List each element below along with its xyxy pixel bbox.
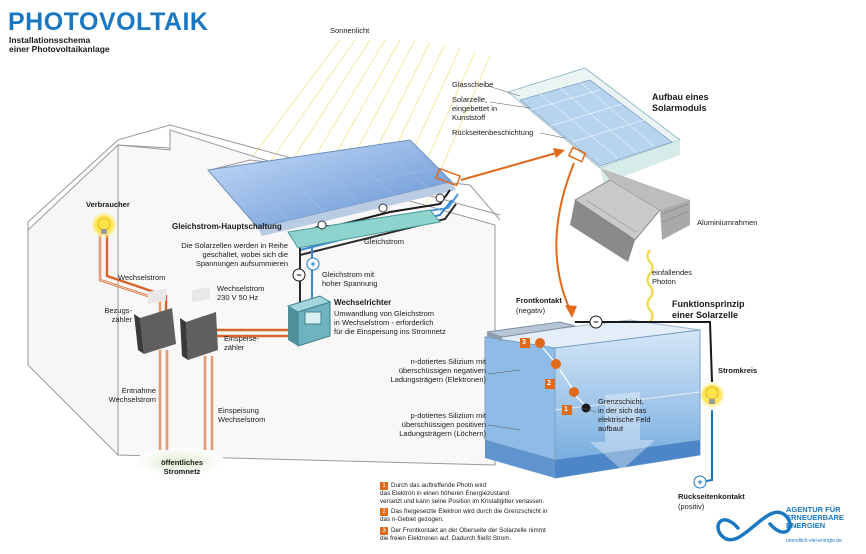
- label-frontkontakt-sub: (negativ): [516, 306, 546, 315]
- step-number-2: 2: [547, 380, 551, 387]
- step-number-3: 3: [522, 339, 526, 346]
- label-einspeisezaehler: Einspeise- zähler: [224, 334, 260, 352]
- inverter: [286, 295, 332, 347]
- footnote-3-text: Der Frontkontakt an der Oberseite der So…: [380, 527, 546, 542]
- svg-text:+: +: [697, 477, 702, 487]
- label-wechselstrom-230: Wechselstrom 230 V 50 Hz: [217, 284, 265, 302]
- svg-text:−: −: [296, 270, 301, 280]
- minus-marker: [292, 268, 306, 282]
- footnote-1-text: Durch das auftreffende Photn wird das El…: [380, 482, 545, 505]
- label-wechselrichter: Wechselrichter: [334, 298, 392, 307]
- solar-cell-block: [484, 319, 701, 479]
- bezugszaehler-meter: [134, 288, 176, 354]
- label-frontkontakt: Frontkontakt: [516, 296, 562, 305]
- label-rueckseitenbeschichtung: Rückseitenbeschichtung: [452, 128, 534, 137]
- label-glasscheibe: Glasscheibe: [452, 80, 494, 89]
- svg-text:+: +: [310, 259, 315, 269]
- label-einspeisung: Einspeisung Wechselstrom: [218, 406, 266, 424]
- page-title: PHOTOVOLTAIK: [8, 8, 209, 36]
- cell-highlight-box: [567, 146, 587, 163]
- roof-solar-panel: [207, 139, 456, 236]
- page-subtitle: Installationsschema einer Photovoltaikan…: [9, 35, 110, 54]
- label-rueckseitenkontakt: Rückseitenkontakt: [678, 492, 745, 501]
- label-rueckseitenkontakt-sub: (positiv): [678, 502, 705, 511]
- label-wechselrichter-desc: Umwandlung von Gleichstrom in Wechselstr…: [334, 309, 446, 336]
- logo-infinity-icon: [716, 510, 792, 542]
- label-verbraucher: Verbraucher: [86, 200, 130, 209]
- plus-marker: [306, 257, 320, 271]
- logo-text: AGENTUR FÜR ERNEUERBARE ENERGIEN: [786, 505, 844, 530]
- label-funktionsprinzip: Funktionsprinzip einer Solarzelle: [672, 299, 745, 320]
- label-gleichstrom-hoch: Gleichstrom mit hoher Spannung: [322, 270, 378, 288]
- label-gleichstrom-hauptschaltung: Gleichstrom-Hauptschaltung: [172, 222, 282, 231]
- label-gleichstrom: Gleichstrom: [364, 237, 405, 246]
- verbraucher-bulb: [90, 211, 118, 239]
- logo-url[interactable]: unendlich-viel-energie.de: [786, 538, 842, 544]
- label-gleichstrom-desc: Die Solarzellen werden in Reihe geschalt…: [181, 241, 288, 268]
- label-p-silizium: p-dotiertes Silizium mit überschüssigen …: [399, 411, 486, 438]
- label-aluminiumrahmen: Aluminiumrahmen: [697, 218, 758, 227]
- junction-box: [287, 209, 441, 249]
- step-number-1: 1: [564, 406, 568, 413]
- module-highlight-box: [434, 167, 462, 187]
- footnote-1-number: 1: [380, 482, 388, 490]
- leader-lines: [487, 85, 597, 431]
- footnote-2-number: 2: [380, 508, 388, 516]
- label-aufbau: Aufbau eines Solarmoduls: [652, 92, 709, 113]
- label-sonnenlicht: Sonnenlicht: [330, 26, 370, 35]
- label-entnahme: Entnahme Wechselstrom: [108, 386, 156, 404]
- label-wechselstrom: Wechselstrom: [118, 273, 166, 282]
- solar-module-exploded: [507, 67, 690, 262]
- step-box-3: [520, 338, 530, 348]
- label-photon: einfallendes Photon: [652, 268, 693, 286]
- footnote-2-text: Das freigesetzte Elektron wird durch die…: [380, 508, 548, 523]
- stromkreis-bulb: [698, 381, 726, 409]
- label-n-silizium: n-dotiertes Silizium mit überschüssigen …: [390, 357, 486, 384]
- footnote-3-number: 3: [380, 527, 388, 535]
- electron-path: [535, 338, 591, 413]
- label-solarzelle: Solarzelle, eingebettet in Kunststoff: [452, 95, 498, 122]
- step-box-2: [545, 379, 555, 389]
- einspeisezaehler-meter: [180, 286, 218, 360]
- label-stromnetz: öffentliches Stromnetz: [160, 458, 204, 476]
- label-bezugszaehler: Bezugs- zähler: [104, 306, 132, 324]
- ground-ellipse: [135, 448, 225, 476]
- step-box-1: [562, 405, 572, 415]
- label-grenzschicht: Grenzschicht, in der sich das elektrisch…: [598, 397, 651, 433]
- svg-text:−: −: [593, 317, 598, 327]
- label-stromkreis: Stromkreis: [718, 366, 758, 375]
